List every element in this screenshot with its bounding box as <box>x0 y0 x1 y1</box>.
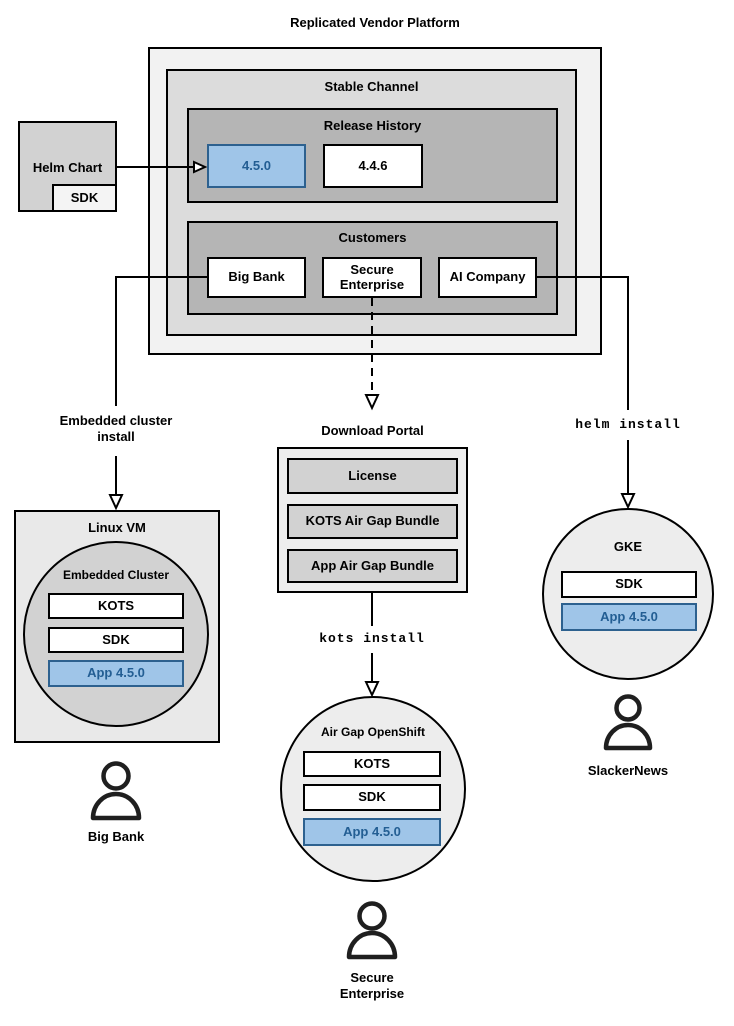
customers-title: Customers <box>338 230 407 245</box>
stable-channel-title: Stable Channel <box>324 79 419 94</box>
gke-title: GKE <box>613 539 643 554</box>
slackernews-user-label: SlackerNews <box>587 763 669 778</box>
slackernews-user-icon <box>603 694 653 751</box>
diagram-title: Replicated Vendor Platform <box>290 15 460 30</box>
airgap-openshift-title: Air Gap OpenShift <box>320 725 425 739</box>
release-4-5-0: 4.5.0 <box>207 144 306 188</box>
secure-enterprise-user-icon <box>346 901 398 960</box>
release-history-title: Release History <box>323 118 422 133</box>
big-bank-user-icon <box>90 761 142 821</box>
linux-vm-title: Linux VM <box>88 520 146 535</box>
download-portal-title: Download Portal <box>321 423 424 438</box>
embedded-app-box: App 4.5.0 <box>48 660 184 687</box>
helm-chart-sdk-box: SDK <box>52 184 117 212</box>
secure-enterprise-user-label: Secure Enterprise <box>339 970 405 1002</box>
license-box: License <box>287 458 458 494</box>
embedded-install-label: Embedded cluster install <box>59 413 173 444</box>
app-airgap-bundle-box: App Air Gap Bundle <box>287 549 458 583</box>
airgap-kots-box: KOTS <box>303 751 441 777</box>
customer-ai-company: AI Company <box>438 257 537 298</box>
helm-chart-title: Helm Chart <box>32 160 103 175</box>
kots-airgap-bundle-box: KOTS Air Gap Bundle <box>287 504 458 539</box>
release-4-4-6: 4.4.6 <box>323 144 423 188</box>
helm-install-label: helm install <box>575 417 681 432</box>
embedded-cluster-title: Embedded Cluster <box>62 568 170 582</box>
kots-install-label: kots install <box>319 631 425 646</box>
embedded-kots-box: KOTS <box>48 593 184 619</box>
customer-secure-enterprise: Secure Enterprise <box>322 257 422 298</box>
big-bank-user-label: Big Bank <box>87 829 145 844</box>
gke-sdk-box: SDK <box>561 571 697 598</box>
airgap-app-box: App 4.5.0 <box>303 818 441 846</box>
embedded-sdk-box: SDK <box>48 627 184 653</box>
airgap-sdk-box: SDK <box>303 784 441 811</box>
customer-big-bank: Big Bank <box>207 257 306 298</box>
gke-app-box: App 4.5.0 <box>561 603 697 631</box>
